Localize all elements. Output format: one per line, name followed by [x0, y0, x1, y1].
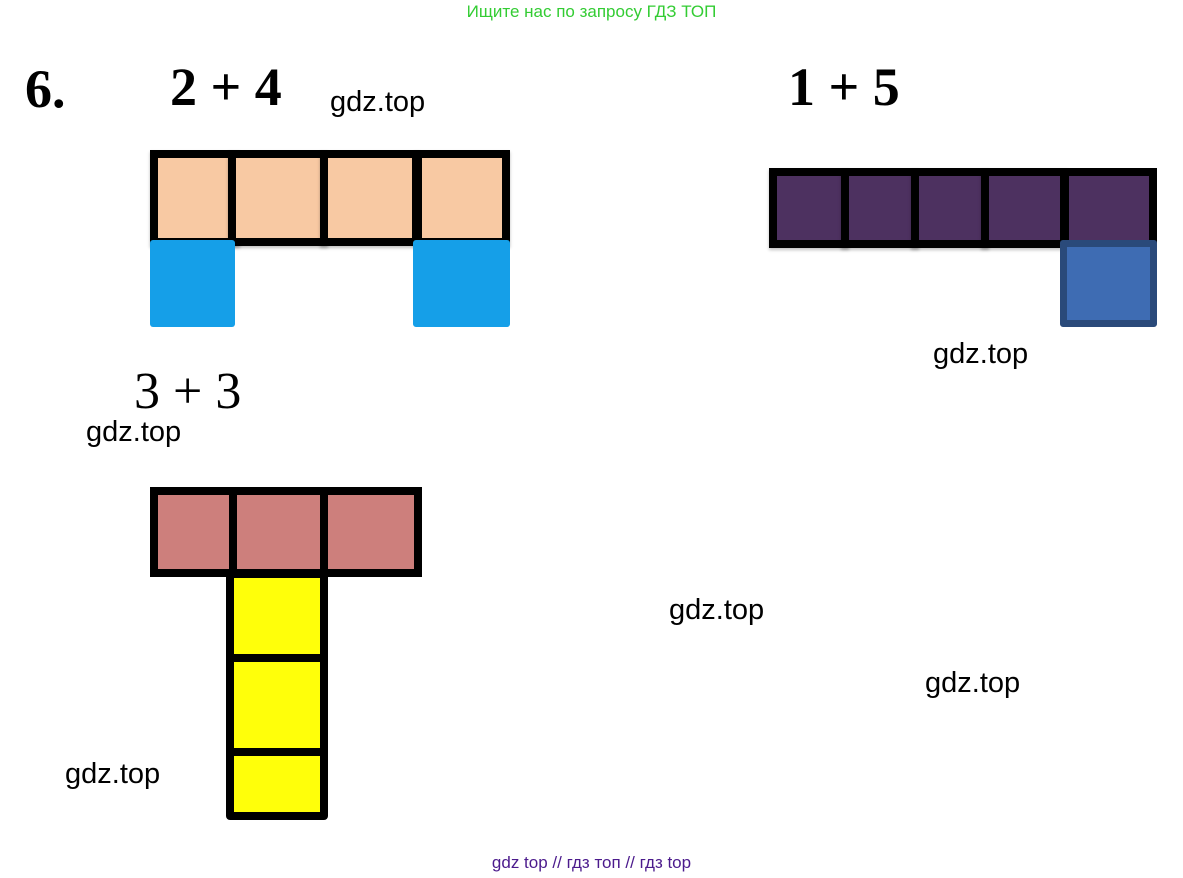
purple-square: [911, 168, 989, 248]
top-banner: Ищите нас по запросу ГДЗ ТОП: [466, 2, 717, 21]
purple-square: [841, 168, 919, 248]
purple-square: [769, 168, 849, 248]
watermark: gdz.top: [933, 338, 1029, 370]
expression-1-plus-5: 1 + 5: [788, 57, 900, 117]
expression-3-plus-3: 3 + 3: [134, 363, 242, 420]
blue-square: [150, 240, 235, 327]
watermark: gdz.top: [925, 667, 1021, 699]
peach-square: [228, 150, 328, 246]
bottom-banner: gdz top // гдз топ // гдз top: [491, 853, 692, 872]
watermark: gdz.top: [65, 758, 161, 790]
blue-square: [413, 240, 510, 327]
watermark: gdz.top: [86, 416, 182, 448]
yellow-square: [226, 748, 328, 820]
yellow-square: [226, 654, 328, 756]
rose-square: [150, 487, 241, 577]
rose-square: [229, 487, 328, 577]
watermark: gdz.top: [669, 594, 765, 626]
task-number: 6.: [25, 59, 66, 119]
yellow-square: [226, 570, 328, 664]
purple-square: [1061, 168, 1157, 248]
rose-square: [320, 487, 422, 577]
peach-square: [150, 150, 240, 246]
steel-blue-square: [1060, 240, 1157, 327]
expression-2-plus-4: 2 + 4: [170, 57, 282, 117]
purple-square: [981, 168, 1068, 248]
peach-square: [414, 150, 510, 246]
peach-square: [320, 150, 420, 246]
watermark: gdz.top: [330, 86, 426, 118]
